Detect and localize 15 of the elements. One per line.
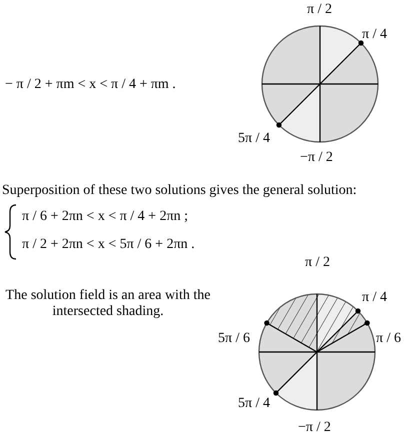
angle-label: π / 4	[362, 290, 387, 306]
angle-label: π / 4	[362, 27, 387, 43]
math-formula: − π / 2 + πm < x < π / 4 + πm .	[5, 77, 176, 93]
angle-label: −π / 2	[298, 420, 331, 436]
angle-label: π / 2	[305, 255, 330, 271]
angle-label: π / 6	[376, 331, 401, 347]
sentence: The solution field is an area with the intersected shading.	[4, 288, 212, 320]
angle-label: 5π / 4	[238, 131, 270, 147]
sentence: Superposition of these two solutions gives the general solution:	[2, 183, 357, 199]
angle-label: 5π / 4	[238, 396, 270, 412]
angle-label: −π / 2	[300, 150, 333, 166]
math-formula: π / 6 + 2πn < x < π / 4 + 2πn ;	[22, 209, 188, 225]
angle-label: 5π / 6	[218, 331, 250, 347]
angle-label: π / 2	[307, 2, 332, 18]
math-formula: π / 2 + 2πn < x < 5π / 6 + 2πn .	[22, 237, 195, 253]
